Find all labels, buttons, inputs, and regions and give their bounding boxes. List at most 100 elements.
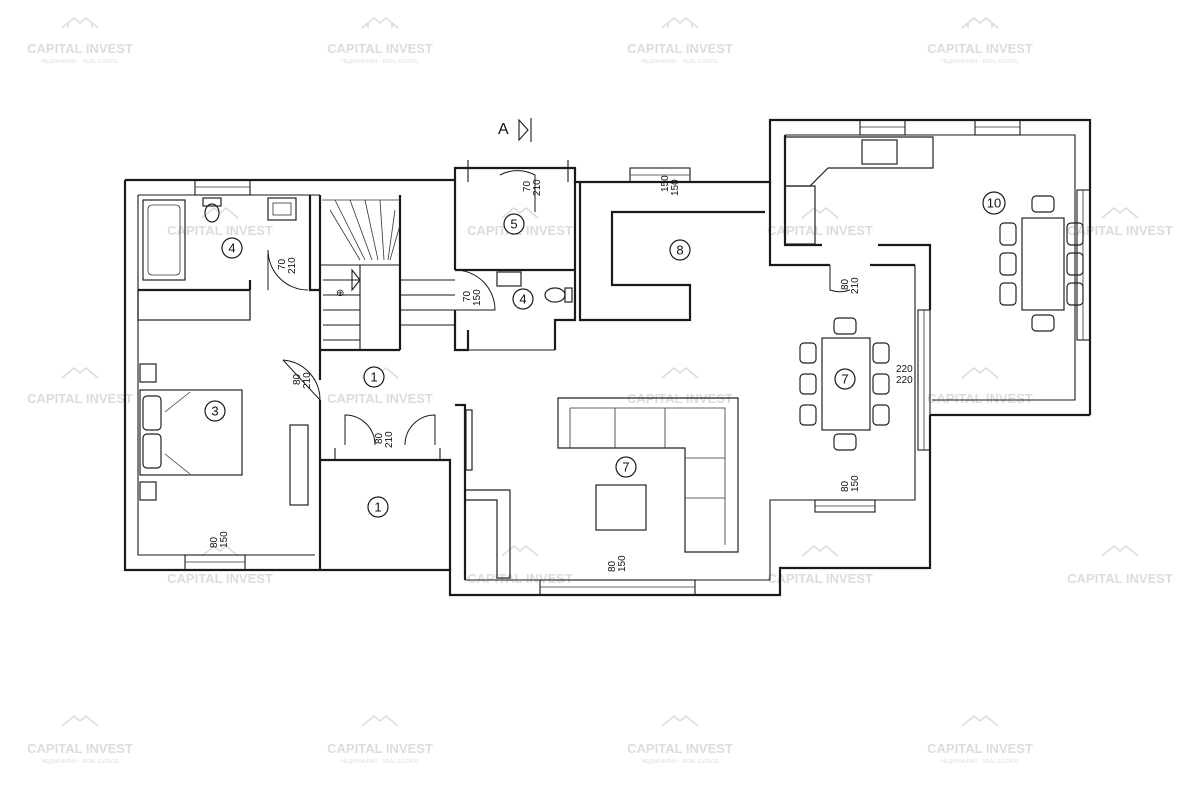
svg-text:210: 210 [302,372,313,389]
svg-text:150: 150 [850,475,861,492]
watermark: CAPITAL INVEST [167,207,273,238]
dimension-label: 70 210 [277,257,298,274]
room-number: 3 [211,404,218,419]
dimension-label: 220 220 [896,364,913,386]
watermark-name: CAPITAL INVEST [1067,571,1173,586]
room-label-4: 4 [512,288,534,310]
watermark: CAPITAL INVEST НЕДВИЖИМИ · REAL ESTATE [27,715,133,765]
door-swing [829,265,851,293]
dimension-label: 80 150 [209,531,230,548]
room-label-5: 5 [503,213,525,235]
watermark-subtitle: НЕДВИЖИМИ · REAL ESTATE [341,759,419,765]
window [814,499,876,513]
watermark-subtitle: НЕДВИЖИМИ · REAL ESTATE [941,59,1019,65]
watermark: CAPITAL INVEST [767,207,873,238]
wc-sink [496,271,522,287]
watermark-name: CAPITAL INVEST [1067,223,1173,238]
svg-text:150: 150 [660,175,671,192]
staircase: ⊕ [320,199,455,350]
window [629,167,691,183]
section-marker: A [498,118,532,142]
bathtub [142,199,186,281]
svg-text:80: 80 [374,432,385,444]
window [917,309,931,451]
room-label-1: 1 [367,496,389,518]
wardrobe [289,424,309,506]
watermark: CAPITAL INVEST НЕДВИЖИМИ · REAL ESTATE [927,715,1033,765]
watermark-name: CAPITAL INVEST [327,41,433,56]
room-labels: 1 1 3 4 4 5 7 7 8 10 [204,191,1006,518]
watermark-subtitle: НЕДВИЖИМИ · REAL ESTATE [641,759,719,765]
dimension-label: 80 150 [607,555,628,572]
coffee-table [595,484,647,531]
watermark: CAPITAL INVEST НЕДВИЖИМИ · REAL ESTATE [627,17,733,65]
outer-walls [123,118,1092,597]
watermark: CAPITAL INVEST НЕДВИЖИМИ · REAL ESTATE [327,17,433,65]
dimension-label: 150 150 [660,175,681,196]
svg-text:80: 80 [607,560,618,572]
room-number: 7 [622,460,629,475]
watermark-name: CAPITAL INVEST [167,571,273,586]
svg-text:150: 150 [472,289,483,306]
svg-text:220: 220 [896,364,913,375]
window [539,579,696,596]
watermark-name: CAPITAL INVEST [27,391,133,406]
room-label-8: 8 [669,239,691,261]
watermark: CAPITAL INVEST [627,367,733,406]
dimension-label: 80 150 [840,475,861,492]
dimension-label: 80 210 [374,431,395,448]
wardrobe [137,289,251,321]
svg-text:80: 80 [840,480,851,492]
kitchen-counter [785,136,934,187]
watermark-name: CAPITAL INVEST [927,741,1033,756]
door-swing [282,359,321,402]
svg-text:220: 220 [896,375,913,386]
svg-text:80: 80 [840,278,851,290]
watermark-name: CAPITAL INVEST [627,741,733,756]
door-swing [454,269,496,311]
closet [465,409,473,471]
watermark: CAPITAL INVEST НЕДВИЖИМИ · REAL ESTATE [327,715,433,765]
dimensions: 70 210 70 210 70 150 80 210 80 210 150 1… [209,175,913,572]
svg-text:70: 70 [277,258,288,270]
svg-text:210: 210 [850,277,861,294]
toilet [202,197,222,223]
window [859,119,906,136]
dimension-label: 70 150 [462,289,483,306]
watermark-grid: CAPITAL INVEST НЕДВИЖИМИ · REAL ESTATE C… [27,17,1173,765]
door-swing [499,170,536,212]
watermark-subtitle: НЕДВИЖИМИ · REAL ESTATE [41,59,119,65]
cabinet [466,489,511,579]
room-label-4: 4 [221,237,243,259]
svg-text:80: 80 [292,373,303,385]
watermark-name: CAPITAL INVEST [27,41,133,56]
door-swing [267,249,309,291]
watermark-name: CAPITAL INVEST [927,391,1033,406]
dining-table [799,317,890,451]
dimension-label: 80 210 [292,372,313,389]
watermark: CAPITAL INVEST [167,545,273,586]
room-number: 5 [510,217,517,232]
watermark-subtitle: НЕДВИЖИМИ · REAL ESTATE [341,59,419,65]
window [974,119,1021,136]
sink [267,197,297,221]
room-number: 1 [370,370,377,385]
wc-toilet [544,287,573,303]
watermark: CAPITAL INVEST НЕДВИЖИМИ · REAL ESTATE [627,715,733,765]
watermark-name: CAPITAL INVEST [167,223,273,238]
room-number: 7 [841,372,848,387]
watermark-name: CAPITAL INVEST [767,223,873,238]
watermark: CAPITAL INVEST [927,367,1033,406]
svg-text:70: 70 [522,180,533,192]
watermark-name: CAPITAL INVEST [27,741,133,756]
watermark-name: CAPITAL INVEST [467,571,573,586]
door-swing [344,414,436,446]
watermark-name: CAPITAL INVEST [627,41,733,56]
watermark-subtitle: НЕДВИЖИМИ · REAL ESTATE [41,759,119,765]
window [194,179,251,196]
watermark: CAPITAL INVEST [1067,545,1173,586]
room-number: 1 [374,500,381,515]
svg-text:210: 210 [287,257,298,274]
watermark-name: CAPITAL INVEST [327,741,433,756]
